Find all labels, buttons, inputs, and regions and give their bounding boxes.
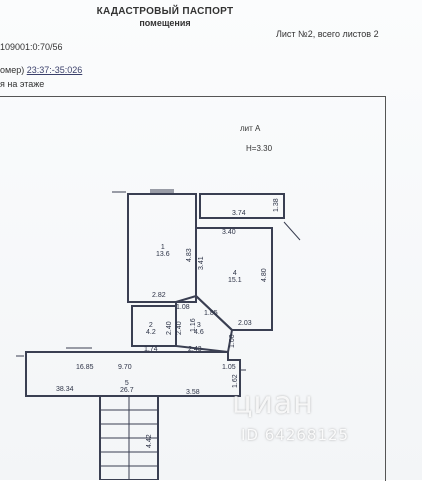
dim-hall-top: 9.70 <box>118 364 132 371</box>
floor-caption: я на этаже <box>0 79 45 89</box>
dim-hall-mid: 2.43 <box>188 346 202 353</box>
dim-corridor-diag1: 1.08 <box>176 304 190 311</box>
nomer-prefix: омер) <box>0 65 25 75</box>
room-top-right <box>199 193 285 219</box>
dim-corridor-diag2: 1.85 <box>204 310 218 317</box>
sheet-info: Лист №2, всего листов 2 <box>276 29 379 39</box>
dim-room-b-right: 4.80 <box>261 268 268 282</box>
doc-subtitle: помещения <box>139 18 191 28</box>
dim-room-a-bottom: 2.82 <box>152 292 166 299</box>
doc-title: КАДАСТРОВЫЙ ПАСПОРТ <box>96 6 234 17</box>
dim-hall-right: 1.00 <box>229 334 236 348</box>
cadastral-number: 109001:0:70/56 <box>0 42 63 52</box>
nomer-value: 23:37:-35:026 <box>26 65 83 75</box>
corridor <box>175 294 234 354</box>
room-b <box>195 227 273 331</box>
hall-side-label: 38.34 <box>56 386 74 393</box>
hall <box>25 351 241 397</box>
dim-hall-bottom: 3.58 <box>186 389 200 396</box>
dim-hall-width: 1.05 <box>222 364 236 371</box>
dim-room-a-height: 4.83 <box>186 248 193 262</box>
wc-label: 2 4.2 <box>146 322 156 336</box>
nomer-line: омер) 23:37:-35:026 <box>0 65 82 75</box>
height-label: H=3.30 <box>246 144 273 153</box>
room-b-label: 4 15.1 <box>228 270 242 284</box>
dim-wc-right: 2.40 <box>176 321 183 335</box>
room-c-label: 3 4.6 <box>194 322 204 336</box>
plan-frame <box>0 96 386 481</box>
dim-hall-left: 1.74 <box>144 346 158 353</box>
dim-room-b-bottom: 2.03 <box>238 320 252 327</box>
lit-label: лит А <box>240 124 261 133</box>
watermark-id: ID 64268125 <box>241 426 350 444</box>
dim-room-b-width: 3.40 <box>222 229 236 236</box>
dim-room-top-right-height: 1.38 <box>273 198 280 212</box>
dim-wc-left: 2.40 <box>166 321 173 335</box>
room-a-label: 1 13.6 <box>156 244 170 258</box>
dim-stair: 4.42 <box>146 434 153 448</box>
dim-room-b-left: 3.41 <box>198 256 205 270</box>
dim-hall-left-a: 16.85 <box>76 364 94 371</box>
hall-label: 5 26.7 <box>120 380 134 394</box>
watermark-logo: циан <box>232 386 314 421</box>
dim-room-top-right-width: 3.74 <box>232 210 246 217</box>
